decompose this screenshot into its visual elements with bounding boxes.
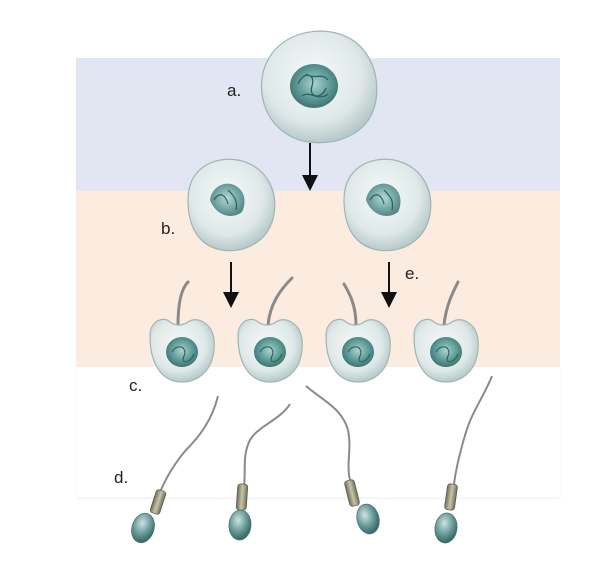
spermatid-2 (238, 278, 302, 382)
label-e: e. (405, 264, 419, 284)
label-b: b. (161, 219, 175, 239)
sperm-head (228, 509, 252, 540)
sperm-cell-3 (306, 386, 382, 536)
sperm-head (128, 510, 158, 545)
secondary-spermatocyte-right (344, 159, 431, 250)
midpiece (150, 489, 167, 515)
secondary-spermatocyte-left (188, 159, 275, 250)
spermatid-3 (326, 284, 390, 382)
nucleus (166, 337, 198, 367)
primary-spermatocyte-cell (261, 31, 376, 143)
spermatid-4 (414, 282, 478, 382)
nucleus (290, 64, 338, 108)
label-c: c. (129, 376, 142, 396)
label-a: a. (227, 81, 241, 101)
sperm-head (433, 512, 459, 545)
midpiece (344, 479, 360, 507)
midpiece (236, 484, 248, 511)
nucleus (430, 337, 462, 367)
sperm-head (354, 502, 383, 536)
nucleus (342, 337, 374, 367)
spermatid-1 (150, 282, 214, 382)
nucleus (254, 337, 286, 367)
sperm-cell-2 (228, 404, 290, 541)
sperm-cell-4 (433, 376, 492, 544)
label-d: d. (114, 468, 128, 488)
sperm-cell-1 (128, 396, 218, 546)
midpiece (444, 483, 458, 510)
